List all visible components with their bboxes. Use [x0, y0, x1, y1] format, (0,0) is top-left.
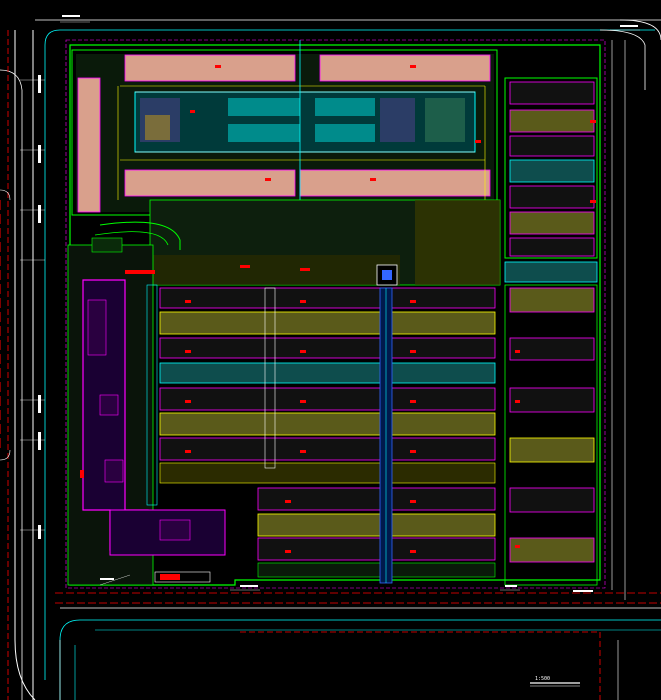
south-row-houses — [159, 287, 496, 584]
scale-legend: 1:500 — [530, 676, 580, 687]
road-network — [0, 19, 661, 700]
west-l-building — [67, 221, 226, 586]
central-open-space — [149, 199, 501, 286]
north-residential-block — [71, 40, 498, 216]
scale-label: 1:500 — [535, 676, 550, 682]
annotation-text-marks — [38, 15, 638, 592]
east-lower-row-houses — [504, 284, 598, 586]
east-row-houses — [504, 77, 598, 283]
